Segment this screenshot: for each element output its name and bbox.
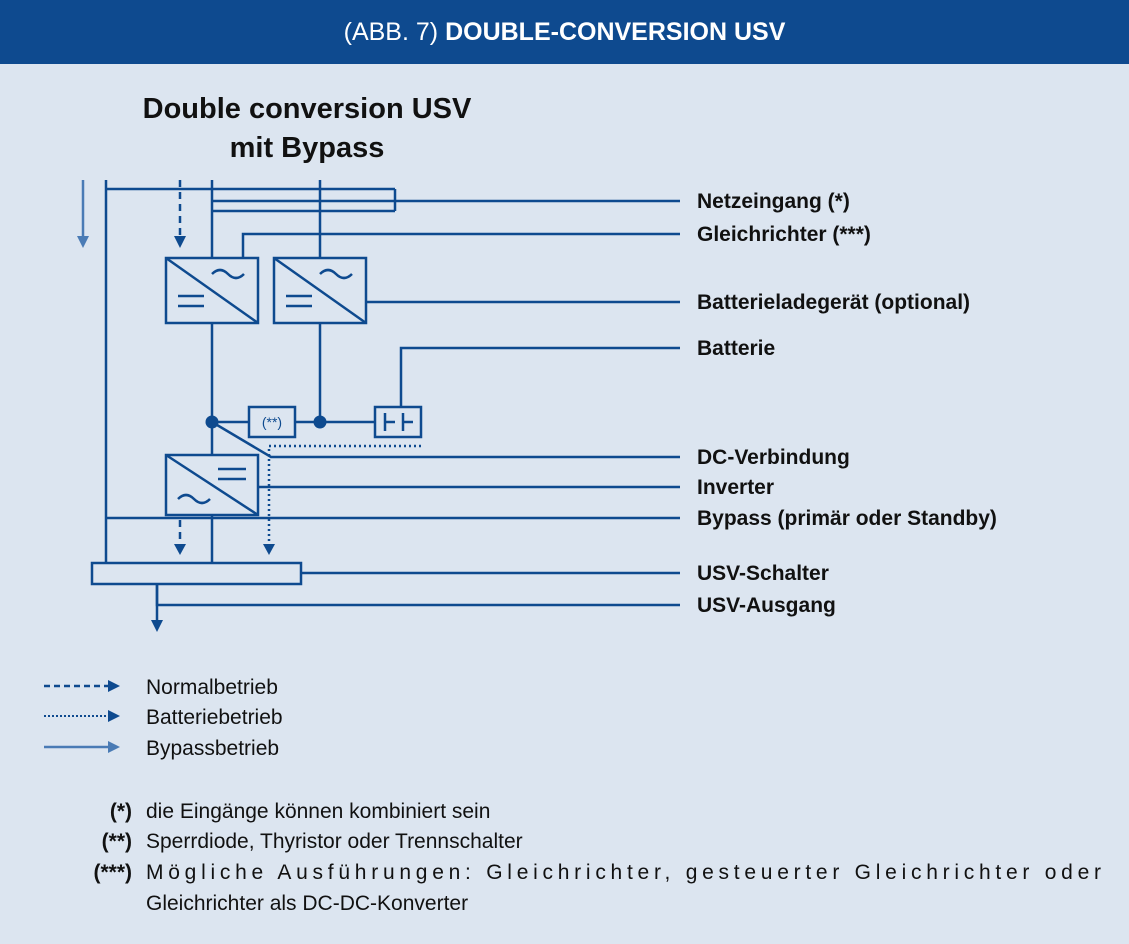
rectifier-box (164, 256, 260, 325)
figure-number: (ABB. 7) (343, 18, 439, 46)
charger-box (272, 256, 368, 325)
label-inverter: Inverter (697, 476, 774, 499)
note-mark-3: (***) (93, 861, 132, 884)
label-batterie: Batterie (697, 337, 775, 360)
battery-box (373, 405, 423, 439)
leader-gleichrichter (241, 232, 680, 258)
junction-dot-left (205, 415, 219, 429)
usv-switch-bar (90, 561, 303, 586)
leader-dc-verbindung (211, 420, 680, 459)
diagram-title-line1: Double conversion USV (143, 93, 472, 125)
diode-box (247, 405, 297, 439)
diagram-title-line2: mit Bypass (230, 132, 385, 164)
figure-title: DOUBLE-CONVERSION USV (445, 18, 786, 46)
note-mark-1: (*) (110, 800, 132, 823)
output-arrow (151, 620, 163, 632)
inverter-box (164, 453, 260, 517)
legend-normalbetrieb: Normalbetrieb (146, 676, 278, 699)
note-mark-2: (**) (102, 830, 132, 853)
label-dc-verbindung: DC-Verbindung (697, 446, 850, 469)
legend-batteriebetrieb: Batteriebetrieb (146, 706, 283, 729)
note-text-1: die Eingänge können kombiniert sein (146, 800, 490, 823)
leader-usv-ausgang (155, 584, 680, 607)
junction-dot-right (313, 415, 327, 429)
diagram-wiring (90, 180, 680, 620)
legend: Normalbetrieb Batteriebetrieb Bypassbetr… (44, 676, 283, 760)
battery-flow-arrow (267, 444, 421, 544)
legend-bypassbetrieb: Bypassbetrieb (146, 737, 279, 760)
footnotes: (*) die Eingänge können kombiniert sein … (93, 800, 1101, 915)
note-text-2: Sperrdiode, Thyristor oder Trennschalter (146, 830, 523, 853)
label-bypass: Bypass (primär oder Standby) (697, 507, 997, 530)
label-batterieladegeraet: Batterieladegerät (optional) (697, 291, 970, 314)
note-text-3b: Gleichrichter als DC-DC-Konverter (146, 892, 468, 915)
label-netzeingang: Netzeingang (*) (697, 190, 850, 213)
label-usv-ausgang: USV-Ausgang (697, 594, 836, 617)
diode-label: (**) (262, 414, 282, 430)
note-text-3: Mögliche Ausführungen: Gleichrichter, ge… (146, 861, 1101, 884)
label-gleichrichter: Gleichrichter (***) (697, 223, 871, 246)
figure-header: (ABB. 7) DOUBLE-CONVERSION USV (0, 0, 1129, 64)
label-usv-schalter: USV-Schalter (697, 562, 829, 585)
leader-batterie (399, 346, 680, 407)
